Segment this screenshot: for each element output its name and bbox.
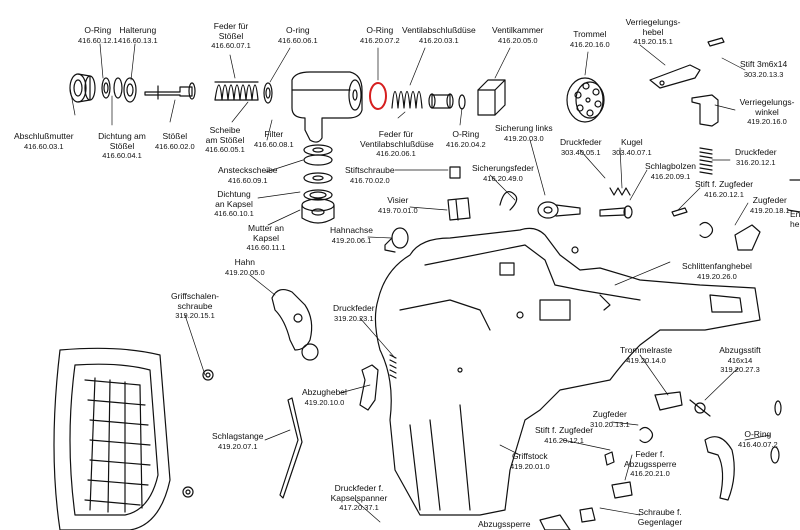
leader-lines (69, 43, 771, 523)
hahn-drawing (271, 288, 319, 361)
druckfeder-top-drawing (609, 187, 631, 196)
dichtung-am-stoessel-drawing (101, 77, 111, 99)
stiftschraube-drawing (449, 166, 461, 179)
stift-zugfeder-bottom-drawing (604, 451, 615, 466)
abzugsstift-drawing (689, 399, 711, 417)
druckfeder-right-drawing (699, 147, 713, 175)
druckfeder-mid-drawing (389, 354, 397, 379)
filter-scheiben-drawing (303, 144, 333, 166)
trommelraste-drawing (654, 391, 683, 411)
label-edge-right-1: En (790, 209, 800, 219)
label-edge-right-2: he (790, 219, 800, 229)
right-edge-part-drawing (734, 179, 800, 251)
stoessel-drawing (144, 82, 196, 100)
zugfeder-bottom-drawing (639, 426, 654, 444)
schlagbolzen-drawing (599, 205, 633, 219)
griffschale-drawing (53, 347, 171, 530)
feder-ventilabschlussduese-drawing (391, 90, 423, 109)
trommel-drawing (566, 77, 605, 123)
o-ring-top-drawing (263, 82, 273, 104)
verriegelungshebel-drawing (649, 64, 701, 89)
mutter-an-kapsel-drawing (301, 198, 335, 224)
label-abzugssperre: Abzugssperre (478, 519, 531, 529)
o-ring-small-drawing (458, 94, 466, 110)
verriegelungswinkel-drawing (691, 94, 719, 127)
schlagstange-drawing (279, 397, 303, 499)
abzug-drawing (704, 436, 735, 501)
sicherung-links-drawing (537, 201, 581, 219)
abschlussmutter-drawing (69, 73, 96, 103)
stift-zugfeder-top-drawing (671, 207, 688, 217)
ventilkammer-drawing (477, 79, 506, 116)
abzugssperre-drawing (539, 507, 596, 530)
hahnachse-drawing (384, 227, 409, 253)
dichtung-an-kapsel-drawing (303, 189, 333, 201)
visier-drawing (447, 197, 471, 221)
zugfeder-right-drawing (699, 221, 714, 239)
abzughebel-drawing (359, 364, 379, 411)
feder-abzugssperre-drawing (611, 481, 633, 499)
sicherungsfeder-drawing (499, 191, 518, 211)
halterung-drawing (113, 77, 137, 103)
ansteckscheibe-drawing (303, 172, 333, 184)
label-schraube-gegenlager: Schraube f. Gegenlager (637, 507, 683, 527)
griffschalenschraube-drawing (182, 369, 214, 498)
griffstock-frame-drawing (374, 227, 761, 516)
o-ring-red-drawing (369, 82, 387, 110)
feder-fuer-stoessel-drawing (214, 81, 259, 101)
ventilabschlussduese-drawing (428, 93, 454, 109)
ventilgehaeuse-drawing (291, 71, 363, 143)
stift-3m6x14-drawing (707, 37, 725, 47)
o-ring-bottom-drawing (770, 400, 782, 464)
